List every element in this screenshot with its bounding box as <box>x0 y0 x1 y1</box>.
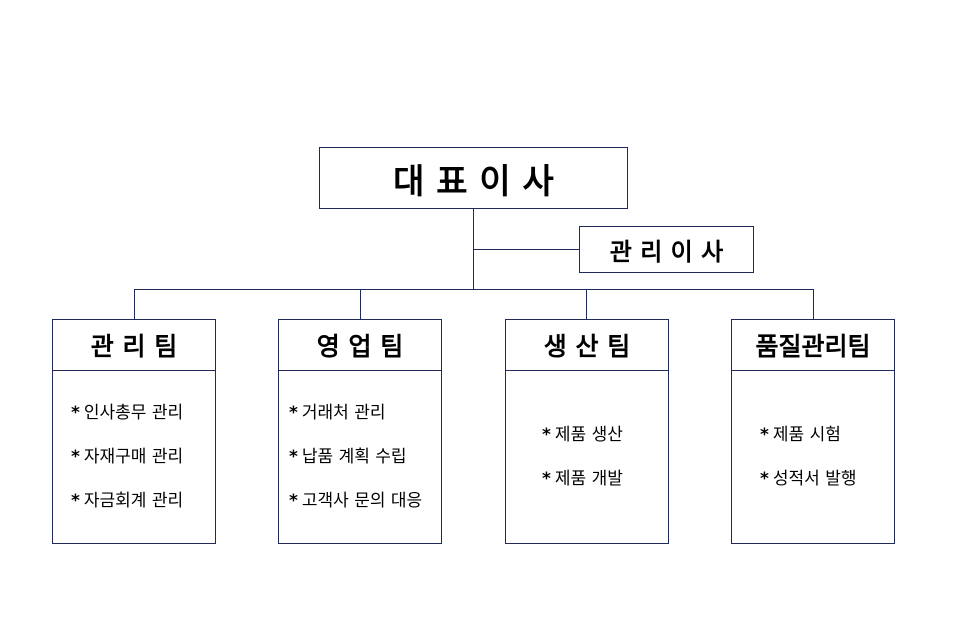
director-box: 관 리 이 사 <box>579 226 754 273</box>
duty-item: *인사총무 관리 <box>71 403 184 423</box>
team-box-quality: 품질관리팀 *제품 시험 *성적서 발행 <box>731 319 895 544</box>
duty-item: *납품 계획 수립 <box>289 447 407 467</box>
team-box-production: 생 산 팀 *제품 생산 *제품 개발 <box>505 319 669 544</box>
team-drop-line-2 <box>360 289 361 320</box>
director-branch-line <box>473 249 579 250</box>
ceo-label: 대 표 이 사 <box>393 161 554 202</box>
duty-item: *제품 시험 <box>760 425 841 445</box>
duty-item: *자금회계 관리 <box>71 491 184 511</box>
ceo-box: 대 표 이 사 <box>319 147 628 209</box>
team-drop-line-1 <box>134 289 135 320</box>
duty-item: *성적서 발행 <box>760 469 857 489</box>
team-box-sales: 영 업 팀 *거래처 관리 *납품 계획 수립 *고객사 문의 대응 <box>278 319 442 544</box>
duty-item: *자재구매 관리 <box>71 447 184 467</box>
team-name: 생 산 팀 <box>506 320 668 371</box>
team-name: 품질관리팀 <box>732 320 894 371</box>
duty-item: *제품 개발 <box>542 469 623 489</box>
team-bus-line <box>134 289 814 290</box>
duty-item: *고객사 문의 대응 <box>289 491 423 511</box>
team-drop-line-4 <box>813 289 814 320</box>
team-drop-line-3 <box>586 289 587 320</box>
director-label: 관 리 이 사 <box>609 238 724 266</box>
duty-item: *제품 생산 <box>542 425 623 445</box>
team-box-management: 관 리 팀 *인사총무 관리 *자재구매 관리 *자금회계 관리 <box>52 319 216 544</box>
team-name: 영 업 팀 <box>279 320 441 371</box>
duty-item: *거래처 관리 <box>289 403 386 423</box>
team-name: 관 리 팀 <box>53 320 215 371</box>
